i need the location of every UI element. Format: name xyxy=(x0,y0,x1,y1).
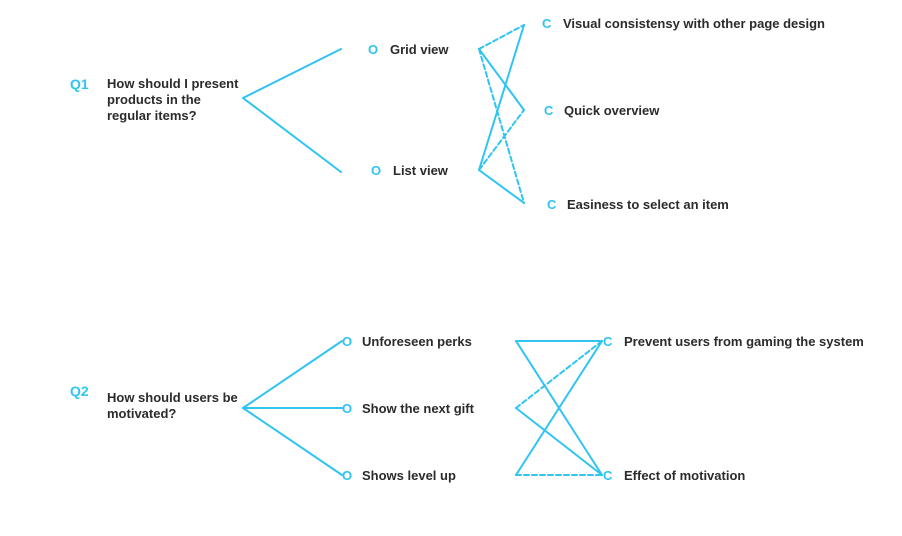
q1-criterion-easiness-marker: C xyxy=(547,197,557,212)
q1-label: Q1 xyxy=(70,76,89,92)
q1-option-list-marker: O xyxy=(371,163,382,178)
q1-grid-to-easiness xyxy=(478,48,525,204)
q2-branch-perks xyxy=(242,340,343,409)
q2-option-gift: Show the next gift xyxy=(362,401,474,416)
q2-gift-to-prevent xyxy=(515,340,603,409)
q2-label: Q2 xyxy=(70,383,89,399)
q1-criterion-easiness: Easiness to select an item xyxy=(567,197,729,212)
q1-list-to-visual xyxy=(478,24,525,171)
q2-option-level-marker: O xyxy=(342,468,353,483)
q2-branch-level xyxy=(242,407,343,476)
q1-option-grid: Grid view xyxy=(390,42,449,57)
q2-option-gift-marker: O xyxy=(342,401,353,416)
q1-branch-grid xyxy=(242,48,342,99)
q1-grid-to-visual xyxy=(478,24,525,50)
q2-gift-to-effect xyxy=(515,407,603,476)
q2-criterion-prevent-marker: C xyxy=(603,334,613,349)
q2-criterion-prevent: Prevent users from gaming the system xyxy=(624,334,864,349)
q2-criterion-effect: Effect of motivation xyxy=(624,468,746,483)
q1-criterion-quick: Quick overview xyxy=(564,103,660,118)
q1-list-to-quick xyxy=(478,109,525,171)
q2-criterion-effect-marker: C xyxy=(603,468,613,483)
q1-branch-list xyxy=(242,97,342,173)
q2-option-perks-marker: O xyxy=(342,334,353,349)
q2-option-level: Shows level up xyxy=(362,468,456,483)
q1-criterion-visual: Visual consistensy with other page desig… xyxy=(563,16,825,31)
q2-level-to-prevent xyxy=(515,340,603,476)
q1-list-to-easiness xyxy=(478,169,525,204)
q1-option-grid-marker: O xyxy=(368,42,379,57)
q1-criterion-quick-marker: C xyxy=(544,103,554,118)
q1-grid-to-quick xyxy=(478,48,525,111)
q1-question: How should I present products in the reg… xyxy=(107,76,239,123)
q1-option-list: List view xyxy=(393,163,448,178)
q2-question: How should users be motivated? xyxy=(107,390,238,421)
q1-criterion-visual-marker: C xyxy=(542,16,552,31)
q2-option-perks: Unforeseen perks xyxy=(362,334,472,349)
